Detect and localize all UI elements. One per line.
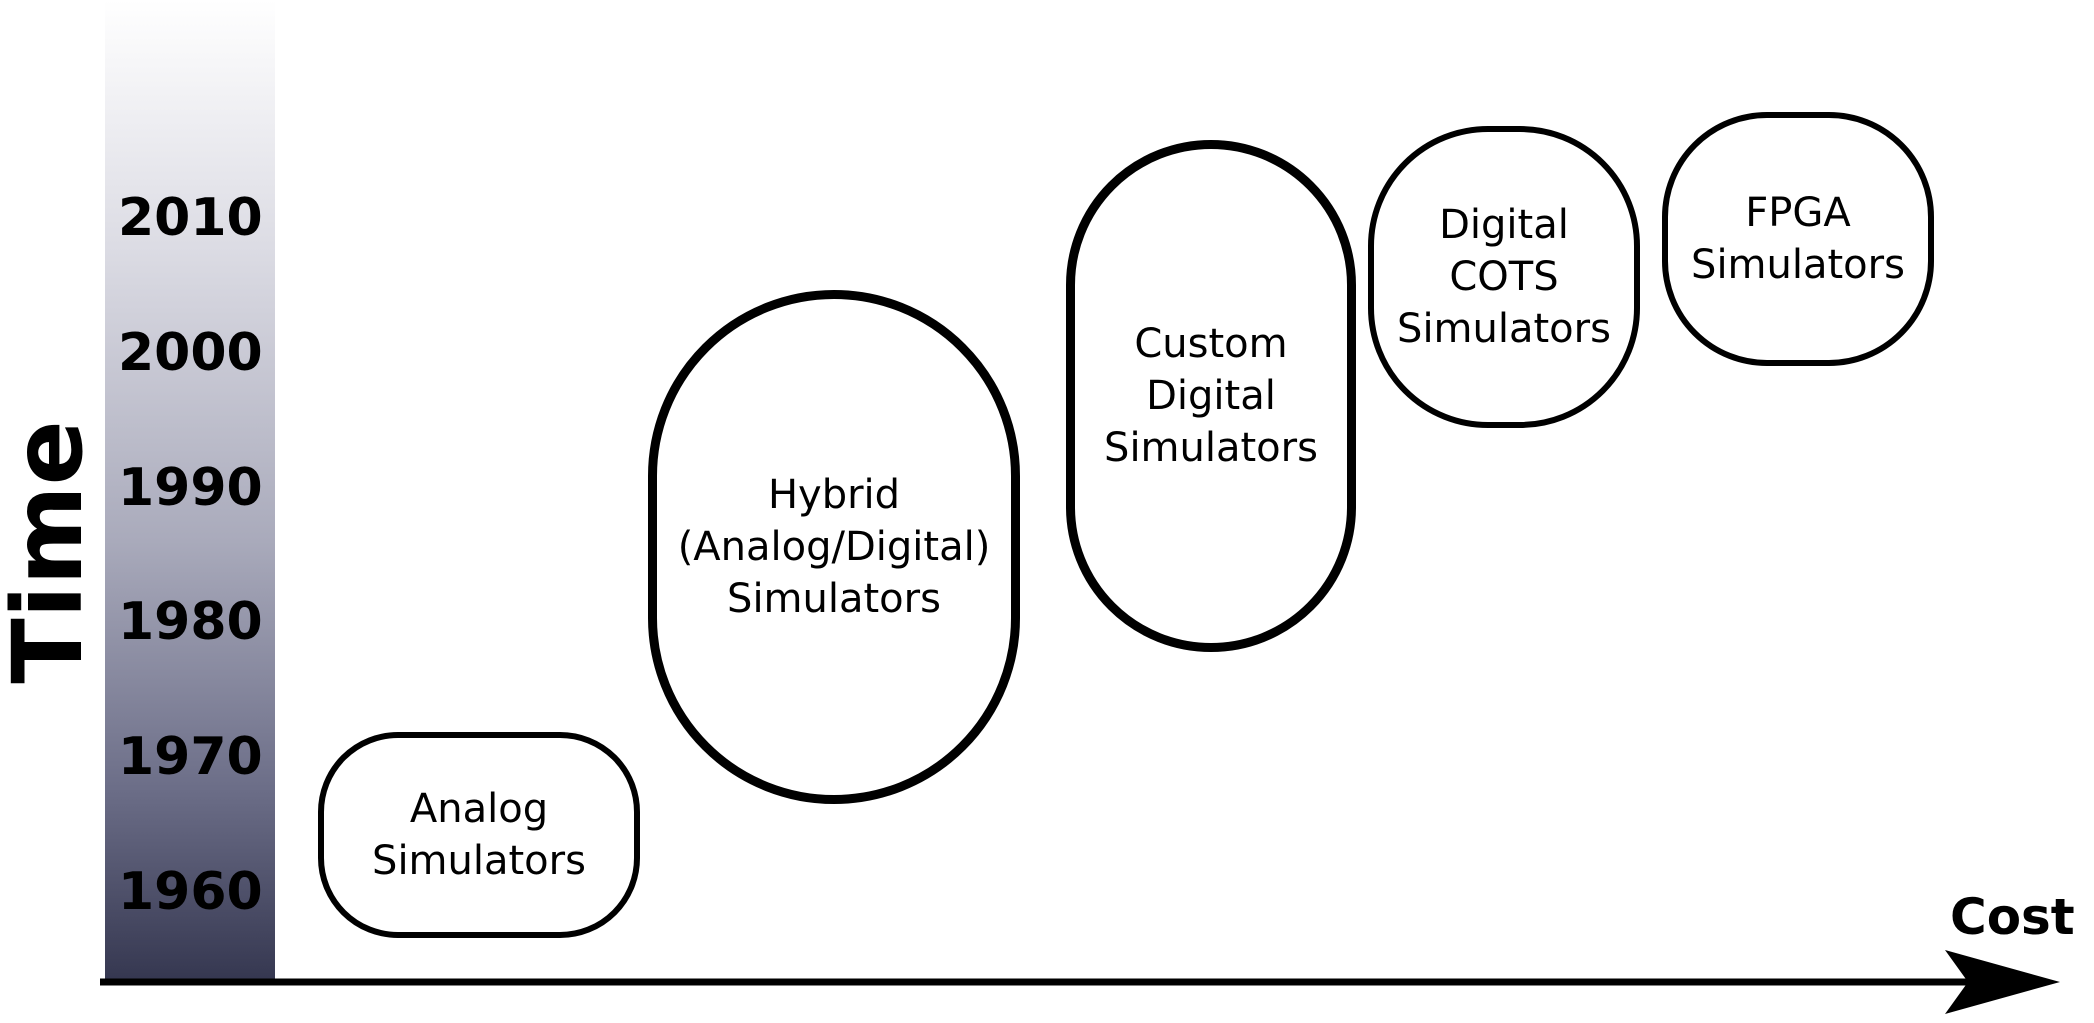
year-label-1970: 1970 — [118, 727, 263, 787]
digital-cots-simulators-box: Digital COTS Simulators — [1368, 126, 1640, 428]
x-axis-title: Cost — [1950, 888, 2075, 946]
fpga-simulators-label: FPGA Simulators — [1691, 190, 1905, 288]
hybrid-simulators-label: Hybrid (Analog/Digital) Simulators — [677, 472, 991, 622]
fpga-simulators-box: FPGA Simulators — [1662, 112, 1934, 366]
analog-simulators-label: Analog Simulators — [372, 786, 586, 884]
custom-digital-simulators-label: Custom Digital Simulators — [1104, 321, 1318, 471]
digital-cots-simulators-label: Digital COTS Simulators — [1397, 202, 1611, 352]
time-gradient-band — [105, 0, 275, 985]
custom-digital-simulators-box: Custom Digital Simulators — [1066, 140, 1356, 652]
hybrid-simulators-box: Hybrid (Analog/Digital) Simulators — [648, 290, 1020, 804]
year-label-1960: 1960 — [118, 862, 263, 922]
year-label-2000: 2000 — [118, 323, 263, 383]
year-label-1990: 1990 — [118, 458, 263, 518]
analog-simulators-box: Analog Simulators — [318, 732, 640, 938]
year-label-2010: 2010 — [118, 188, 263, 248]
year-label-1980: 1980 — [118, 592, 263, 652]
